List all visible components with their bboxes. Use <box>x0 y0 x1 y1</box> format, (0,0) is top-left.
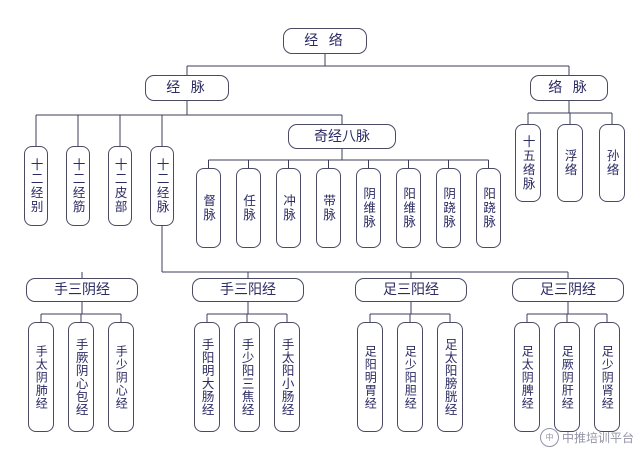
node-shier-pibu: 十二皮部 <box>108 146 132 226</box>
node-zu-san-yin-jing-header: 足三阴经 <box>512 278 624 302</box>
node-dai-mai: 带脉 <box>316 168 341 248</box>
node-shou-shaoyin-xin-jing: 手少阴心经 <box>108 322 134 432</box>
node-zu-taiyin-pi-jing: 足太阴脾经 <box>514 322 540 432</box>
node-shier-jingjin: 十二经筋 <box>66 146 90 226</box>
node-zu-san-yang-jing-header: 足三阳经 <box>355 278 467 302</box>
node-jingmai: 经 脉 <box>145 75 229 101</box>
node-zu-jueyin-gan-jing: 足厥阴肝经 <box>554 322 580 432</box>
node-yinwei-mai: 阴维脉 <box>356 168 381 248</box>
node-yangqiao-mai: 阳跷脉 <box>476 168 501 248</box>
node-zu-shaoyin-shen-jing: 足少阴肾经 <box>594 322 620 432</box>
node-shou-jueyin-xinbao-jing: 手厥阴心包经 <box>68 322 94 432</box>
node-shou-san-yang-jing-header: 手三阳经 <box>192 278 304 302</box>
node-shier-jingbie: 十二经别 <box>24 146 48 226</box>
node-chong-mai: 冲脉 <box>276 168 301 248</box>
node-zu-yangming-wei-jing: 足阳明胃经 <box>357 322 383 432</box>
node-sun-luo: 孙络 <box>599 124 625 202</box>
node-shou-shaoyang-sanjiao-jing: 手少阳三焦经 <box>234 322 260 432</box>
node-shou-taiyang-xiaochang-jing: 手太阳小肠经 <box>274 322 300 432</box>
node-shou-san-yin-jing-header: 手三阴经 <box>26 278 138 302</box>
node-yangwei-mai: 阳维脉 <box>396 168 421 248</box>
node-root: 经 络 <box>283 28 367 54</box>
node-yinqiao-mai: 阴跷脉 <box>436 168 461 248</box>
node-qijing-bamai: 奇经八脉 <box>288 124 396 149</box>
node-zu-shaoyang-dan-jing: 足少阳胆经 <box>397 322 423 432</box>
node-shiwu-luomai: 十五络脉 <box>515 124 541 202</box>
node-shou-taiyin-fei-jing: 手太阴肺经 <box>28 322 54 432</box>
node-luomai: 络 脉 <box>530 75 608 101</box>
node-du-mai: 督脉 <box>196 168 221 248</box>
node-fu-luo: 浮络 <box>557 124 583 202</box>
node-ren-mai: 任脉 <box>236 168 261 248</box>
node-shou-yangming-dachang-jing: 手阳明大肠经 <box>194 322 220 432</box>
node-zu-taiyang-pangguang-jing: 足太阳膀胱经 <box>437 322 463 432</box>
node-shier-jingmai: 十二经脉 <box>150 146 174 226</box>
